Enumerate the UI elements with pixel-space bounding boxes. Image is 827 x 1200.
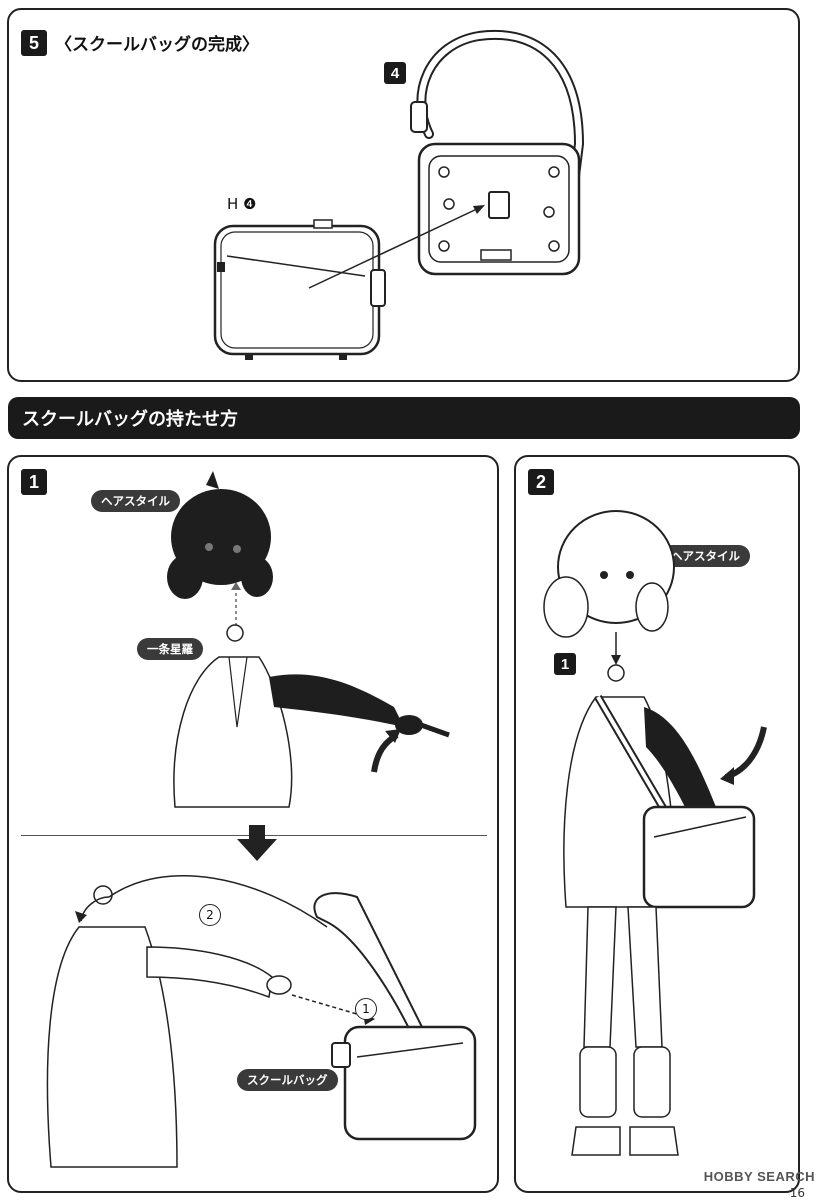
step-circle-2-text: 2 bbox=[206, 908, 214, 922]
step-circle-1: 1 bbox=[355, 998, 377, 1020]
standing-figure-illustration bbox=[543, 510, 767, 1156]
step-number-badge: 5 bbox=[21, 30, 47, 56]
attach-arrow bbox=[308, 205, 485, 289]
sub-step-badge: 1 bbox=[554, 653, 576, 675]
part-number: ❹ bbox=[243, 195, 257, 213]
bag-strap-illustration bbox=[410, 29, 585, 276]
part-letter: H bbox=[227, 195, 239, 213]
footer-logo: HOBBY SEARCH bbox=[703, 1169, 815, 1184]
panel-2-number: 2 bbox=[528, 469, 554, 495]
part-badge: 4 bbox=[384, 62, 406, 84]
figure-with-bag-illustration bbox=[46, 874, 477, 1168]
step5-panel: 5 〈スクールバッグの完成〉 4 H ❹ bbox=[7, 8, 800, 382]
part-label: H ❹ bbox=[227, 195, 257, 213]
school-bag-label: スクールバッグ bbox=[237, 1069, 338, 1091]
step-title: 〈スクールバッグの完成〉 bbox=[55, 35, 259, 55]
hair-style-label-2: ヘアスタイル bbox=[661, 545, 750, 567]
panel-2: 2 ヘアスタイル 1 bbox=[514, 455, 800, 1193]
section-banner: スクールバッグの持たせ方 bbox=[8, 397, 800, 439]
bag-front-illustration bbox=[213, 219, 386, 360]
page-number: 16 bbox=[789, 1186, 805, 1200]
hair-style-label: ヘアスタイル bbox=[91, 490, 180, 512]
panel-1: 1 ヘアスタイル 一条星羅 bbox=[7, 455, 499, 1193]
step-circle-1-text: 1 bbox=[362, 1002, 370, 1016]
dark-hair-head-illustration bbox=[167, 471, 273, 599]
panel-1-number: 1 bbox=[21, 469, 47, 495]
next-down-arrow bbox=[237, 825, 277, 861]
step-circle-2: 2 bbox=[199, 904, 221, 926]
figure-torso-illustration bbox=[173, 624, 450, 808]
character-label: 一条星羅 bbox=[137, 638, 203, 660]
